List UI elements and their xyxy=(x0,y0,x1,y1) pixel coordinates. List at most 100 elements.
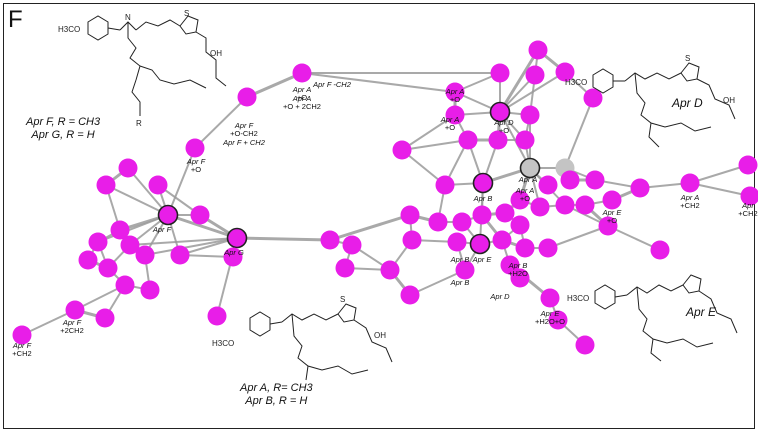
network-node[interactable] xyxy=(602,190,622,210)
network-node[interactable] xyxy=(585,170,605,190)
network-node[interactable] xyxy=(226,227,248,249)
methoxy-d-label: H3CO xyxy=(565,78,587,87)
network-node[interactable] xyxy=(452,212,472,232)
network-node[interactable] xyxy=(445,105,465,125)
network-node[interactable] xyxy=(335,258,355,278)
network-edge xyxy=(246,71,303,99)
annotation-sub: +O-CH2 xyxy=(230,129,258,138)
network-node[interactable] xyxy=(489,101,511,123)
network-node[interactable] xyxy=(515,130,535,150)
caption-ab: Apr A, R= CH3 Apr B, R = H xyxy=(240,382,313,408)
annotation-label: Apr G xyxy=(223,248,244,257)
panel-letter: F xyxy=(8,6,23,33)
network-node[interactable] xyxy=(548,310,568,330)
network-node[interactable] xyxy=(237,87,257,107)
network-node[interactable] xyxy=(538,175,558,195)
network-node[interactable] xyxy=(510,268,530,288)
n-label: N xyxy=(125,13,131,22)
network-node[interactable] xyxy=(88,232,108,252)
network-node[interactable] xyxy=(583,88,603,108)
network-node[interactable] xyxy=(223,247,243,267)
network-node[interactable] xyxy=(680,173,700,193)
network-node[interactable] xyxy=(555,62,575,82)
network-node[interactable] xyxy=(472,205,492,225)
network-node[interactable] xyxy=(492,230,512,250)
network-node[interactable] xyxy=(400,205,420,225)
network-node[interactable] xyxy=(320,230,340,250)
network-node[interactable] xyxy=(435,175,455,195)
annotation-label: Apr F xyxy=(12,341,32,350)
network-node[interactable] xyxy=(148,175,168,195)
network-node[interactable] xyxy=(469,233,491,255)
annotation-label: Apr A xyxy=(292,85,311,94)
network-node[interactable] xyxy=(575,195,595,215)
network-node[interactable] xyxy=(190,205,210,225)
network-node[interactable] xyxy=(555,195,575,215)
network-node[interactable] xyxy=(12,325,32,345)
network-node[interactable] xyxy=(455,260,475,280)
network-node[interactable] xyxy=(428,212,448,232)
network-node[interactable] xyxy=(118,158,138,178)
network-edge xyxy=(301,72,456,93)
network-edge xyxy=(499,71,566,113)
annotation-label: Apr D xyxy=(489,292,510,301)
network-node[interactable] xyxy=(500,255,520,275)
network-node[interactable] xyxy=(560,170,580,190)
network-node[interactable] xyxy=(540,288,560,308)
network-node[interactable] xyxy=(380,260,400,280)
network-node[interactable] xyxy=(650,240,670,260)
network-node[interactable] xyxy=(510,190,530,210)
network-node[interactable] xyxy=(528,40,548,60)
structure-apr-d: H3CO S OH xyxy=(565,54,736,148)
network-node[interactable] xyxy=(598,216,618,236)
network-node[interactable] xyxy=(630,178,650,198)
network-node[interactable] xyxy=(495,203,515,223)
network-node[interactable] xyxy=(140,280,160,300)
network-node[interactable] xyxy=(515,238,535,258)
network-node[interactable] xyxy=(740,186,758,206)
network-edge xyxy=(547,225,609,249)
network-node[interactable] xyxy=(488,130,508,150)
network-node[interactable] xyxy=(472,172,494,194)
network-node[interactable] xyxy=(525,65,545,85)
network-node[interactable] xyxy=(402,230,422,250)
network-node[interactable] xyxy=(95,308,115,328)
network-node[interactable] xyxy=(400,285,420,305)
network-node[interactable] xyxy=(738,155,758,175)
network-node[interactable] xyxy=(98,258,118,278)
annotation-sub: +H2O xyxy=(508,269,528,278)
oh-ab-label: OH xyxy=(374,331,386,340)
annotation-label: Apr A xyxy=(292,94,311,103)
network-node[interactable] xyxy=(490,63,510,83)
network-node[interactable] xyxy=(445,82,465,102)
network-node[interactable] xyxy=(342,235,362,255)
network-node[interactable] xyxy=(447,232,467,252)
network-node[interactable] xyxy=(170,245,190,265)
annotation-sub: +O xyxy=(607,216,617,225)
network-node[interactable] xyxy=(510,215,530,235)
network-node[interactable] xyxy=(292,63,312,83)
network-node[interactable] xyxy=(207,306,227,326)
network-node[interactable] xyxy=(120,235,140,255)
network-node[interactable] xyxy=(65,300,85,320)
network-edge xyxy=(329,213,411,242)
network-node[interactable] xyxy=(520,105,540,125)
annotation-label: Apr D xyxy=(493,118,514,127)
network-node[interactable] xyxy=(135,245,155,265)
network-node[interactable] xyxy=(115,275,135,295)
network-node[interactable] xyxy=(458,130,478,150)
annotation-sub: +CH2 xyxy=(680,201,699,210)
network-node[interactable] xyxy=(110,220,130,240)
network-node[interactable] xyxy=(185,138,205,158)
annotation-sub: +CH2 xyxy=(12,349,31,358)
network-node[interactable] xyxy=(96,175,116,195)
network-node[interactable] xyxy=(575,335,595,355)
label-apr-d: Apr D xyxy=(672,96,703,110)
network-node[interactable] xyxy=(157,204,179,226)
network-node[interactable] xyxy=(530,197,550,217)
network-node[interactable] xyxy=(78,250,98,270)
network-edge xyxy=(144,237,238,256)
network-node[interactable] xyxy=(519,157,541,179)
network-node[interactable] xyxy=(538,238,558,258)
network-node[interactable] xyxy=(392,140,412,160)
